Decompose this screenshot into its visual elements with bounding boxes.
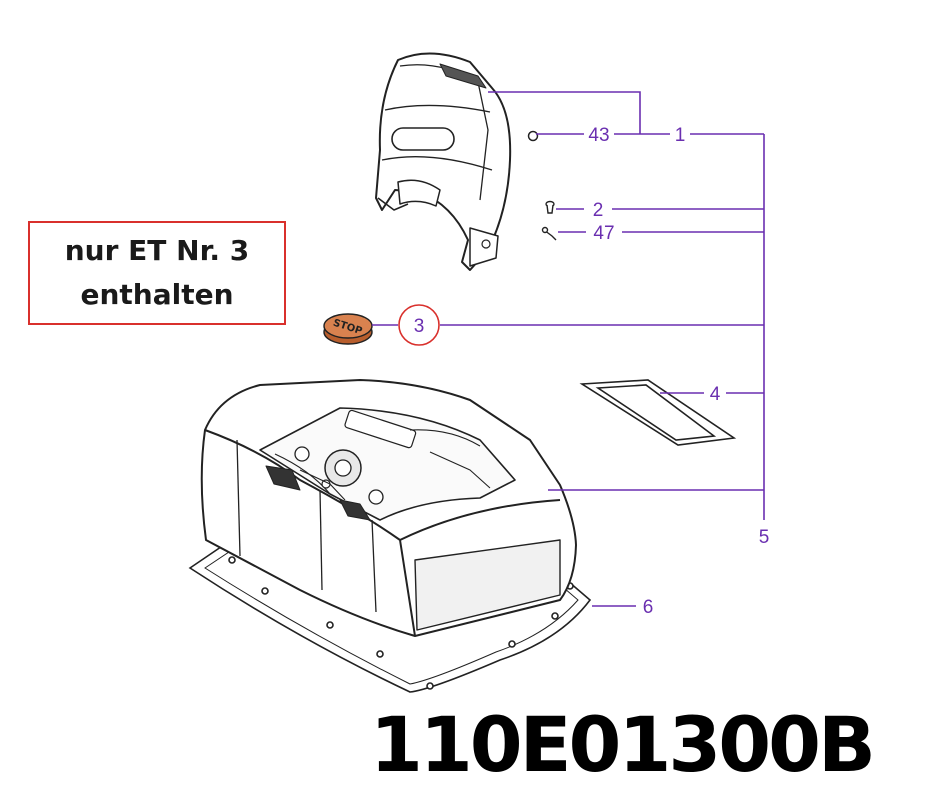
callout-47: 47: [593, 223, 614, 244]
callout-43: 43: [588, 125, 609, 146]
part-number: 110E01300B: [370, 700, 876, 789]
leader-lines: [372, 91, 765, 607]
callout-5: 5: [759, 527, 770, 548]
note-line-2: enthalten: [80, 278, 234, 311]
callout-1: 1: [675, 125, 686, 146]
callout-2: 2: [593, 200, 604, 221]
spring-part-47: [541, 226, 557, 241]
note-box: nur ET Nr. 3 enthalten: [28, 221, 286, 325]
callout-3-highlight-circle: [398, 304, 440, 346]
handle-lid-part: [375, 52, 512, 271]
callout-4: 4: [710, 384, 721, 405]
stop-cap-part-3: STOP: [323, 313, 373, 345]
main-housing-part-5: [200, 379, 577, 637]
note-line-1: nur ET Nr. 3: [64, 234, 250, 267]
callout-6: 6: [643, 597, 654, 618]
screw-part-2: [545, 200, 555, 214]
callout-3: 3: [414, 316, 425, 337]
pin-part-43: [527, 130, 539, 142]
gasket-part-4: [579, 379, 737, 446]
